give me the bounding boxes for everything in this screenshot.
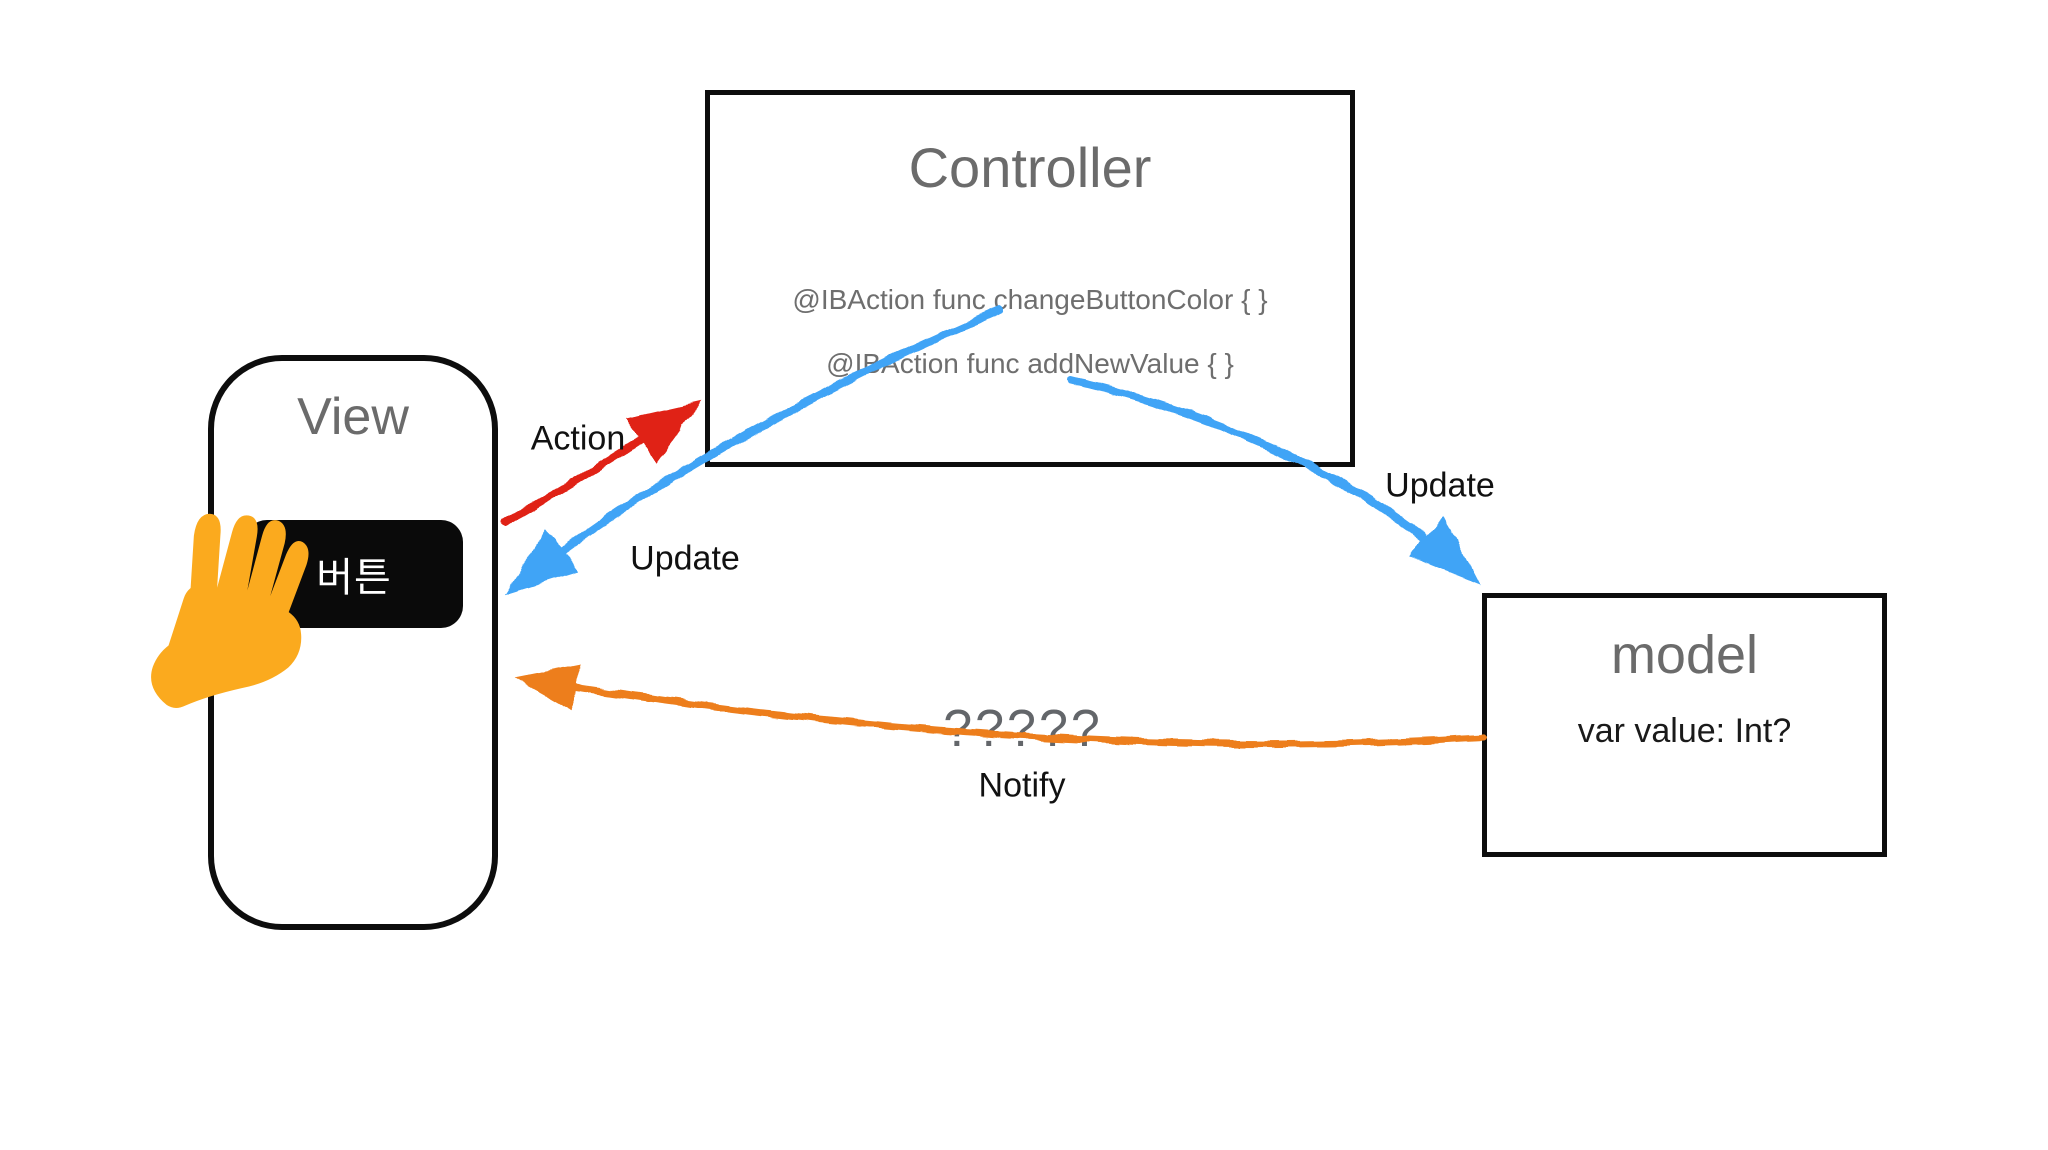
update-to-view-arrow-label: Update <box>630 539 740 578</box>
notify-arrow-label: Notify <box>978 766 1066 805</box>
view-title: View <box>297 388 409 446</box>
view-button: 버튼 <box>245 520 463 628</box>
view-phone-box: View <box>208 355 498 930</box>
question-marks-label: ????? <box>943 700 1103 758</box>
model-variable-line: var value: Int? <box>1577 712 1792 750</box>
controller-title: Controller <box>908 136 1152 199</box>
controller-ibaction-line-1: @IBAction func changeButtonColor { } <box>792 284 1268 315</box>
action-arrow-label: Action <box>530 419 626 458</box>
model-title: model <box>1610 625 1759 685</box>
view-button-label: 버튼 <box>316 556 392 600</box>
controller-box: Controller @IBAction func changeButtonCo… <box>705 90 1355 467</box>
update-to-model-arrow-label: Update <box>1385 466 1495 505</box>
controller-ibaction-line-2: @IBAction func addNewValue { } <box>826 348 1234 379</box>
model-box: model var value: Int? <box>1482 593 1887 857</box>
